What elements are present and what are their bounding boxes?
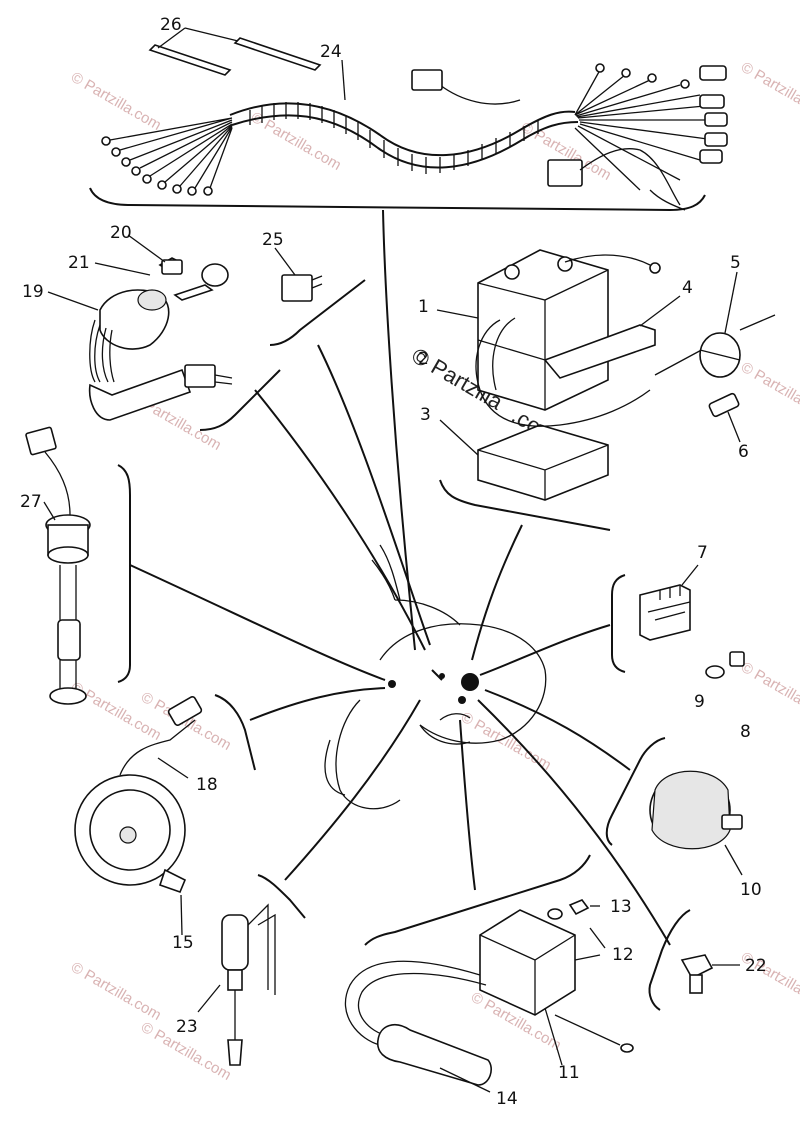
label-12: 12 (612, 945, 634, 965)
watermark: © Partzilla.com (68, 959, 164, 1024)
bracket-switch (199, 369, 281, 431)
label-1: 1 (418, 297, 429, 317)
label-18: 18 (196, 775, 218, 795)
label-9: 9 (694, 692, 705, 712)
watermark: © Partzilla.com (738, 659, 800, 724)
label-11: 11 (558, 1063, 580, 1083)
watermark: © Partzilla.com (738, 359, 800, 424)
sensor-27 (25, 426, 91, 705)
ignition-coil (344, 899, 634, 1093)
watermark: © Partzilla.com (738, 59, 800, 124)
harness-bracket (89, 187, 706, 212)
label-10: 10 (740, 880, 762, 900)
label-14: 14 (496, 1089, 518, 1109)
label-27: 27 (20, 492, 42, 512)
neutral-switch (649, 770, 743, 876)
main-switch (88, 257, 233, 421)
label-8: 8 (740, 722, 751, 742)
bracket-battery (439, 479, 611, 531)
label-23: 23 (176, 1017, 198, 1037)
label-22: 22 (745, 956, 767, 976)
thermo-switch-22 (680, 954, 740, 994)
relay-25 (274, 247, 323, 302)
wire-harness (101, 27, 728, 211)
bracket-relay (269, 279, 366, 346)
label-4: 4 (682, 278, 693, 298)
bracket-horn (214, 694, 256, 771)
battery-assembly (475, 249, 661, 501)
watermarks: © Partzilla.com © Partzilla.com © Partzi… (68, 59, 800, 1084)
label-15: 15 (172, 933, 194, 953)
label-7: 7 (697, 543, 708, 563)
bracket-regulator (611, 574, 626, 673)
label-5: 5 (730, 253, 741, 273)
watermark: © Partzilla.com (68, 69, 164, 134)
fuse-holder (654, 314, 776, 418)
plug-sensor-23 (197, 903, 276, 1066)
label-leaders (43, 234, 741, 521)
regulator (639, 564, 745, 679)
label-26: 26 (160, 15, 182, 35)
label-3: 3 (420, 405, 431, 425)
horn (74, 696, 203, 936)
label-21: 21 (68, 253, 90, 273)
label-24: 24 (320, 42, 342, 62)
bracket-coil (364, 854, 591, 946)
label-25: 25 (262, 230, 284, 250)
watermark: © Partzilla.com (68, 679, 164, 744)
label-2: 2 (418, 349, 429, 369)
leader-lines (129, 209, 671, 946)
bracket-sensor (117, 464, 131, 683)
bracket-plug (257, 874, 306, 919)
bracket-thermo (648, 909, 691, 1011)
motorcycle-outline (324, 544, 547, 810)
label-13: 13 (610, 897, 632, 917)
label-19: 19 (22, 282, 44, 302)
bracket-neutral (605, 737, 666, 846)
label-6: 6 (738, 442, 749, 462)
label-20: 20 (110, 223, 132, 243)
part-labels: 26 24 20 21 19 25 1 2 3 4 5 6 27 7 9 8 1… (20, 15, 767, 1109)
